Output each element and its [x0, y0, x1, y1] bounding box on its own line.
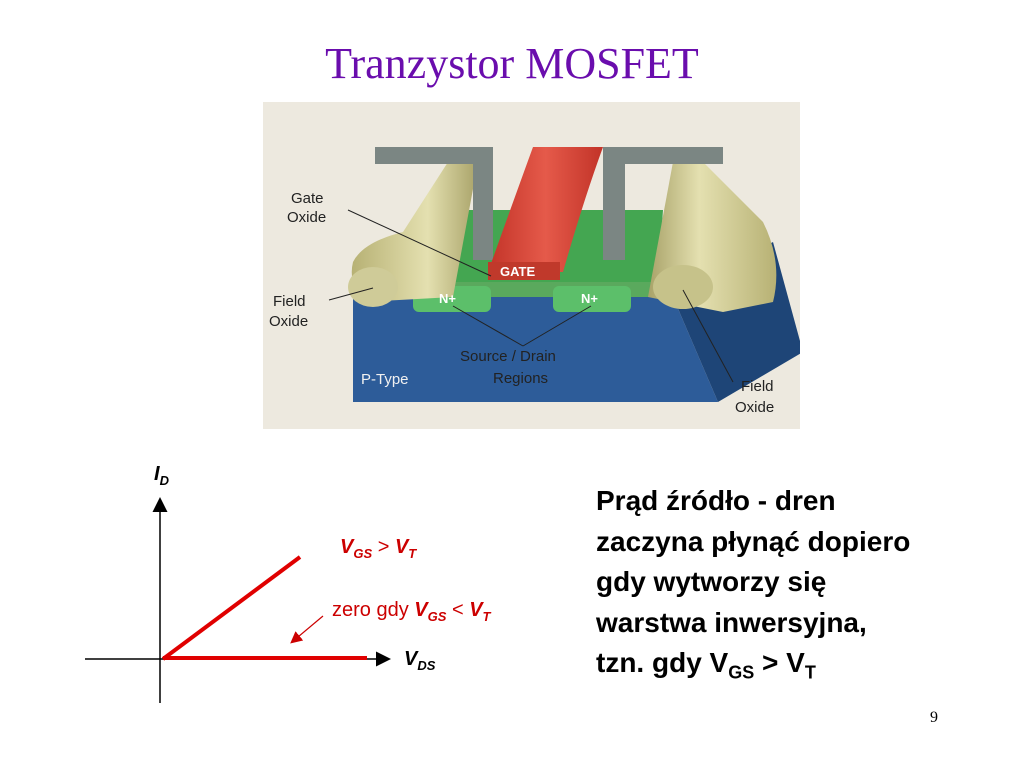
mosfet-diagram: Gate Oxide Field Oxide Field Oxide Sourc…	[263, 102, 800, 429]
label-field-oxide-right-1: Field	[741, 378, 774, 395]
label-gate-oxide-2: Oxide	[287, 209, 326, 226]
label-field-oxide-left-1: Field	[273, 293, 306, 310]
text-line-1: Prąd źródło - dren	[596, 485, 836, 516]
explanation-text: Prąd źródło - dren zaczyna płynąć dopier…	[596, 481, 1016, 693]
slide-title: Tranzystor MOSFET	[325, 39, 699, 88]
p-type-substrate	[353, 297, 718, 402]
text-line-4: warstwa inwersyjna,	[596, 606, 867, 638]
text-line-2: zaczyna płynąć dopiero	[596, 525, 911, 557]
page-number: 9	[930, 709, 938, 726]
label-field-oxide-left-2: Oxide	[269, 313, 308, 330]
n-plus-right	[553, 286, 631, 312]
curve-vgs-above-vt	[161, 555, 302, 661]
iv-graph: ID VDS VGS > VT zero gdy VGS < VT	[85, 463, 492, 703]
metal-contact-left	[375, 147, 493, 260]
label-source-drain-2: Regions	[493, 370, 548, 387]
label-source-drain-1: Source / Drain	[460, 348, 556, 365]
pointer-arrow	[290, 615, 324, 644]
text-line-5: tzn. gdy VGS > VT	[596, 647, 816, 683]
label-n-plus-right: N+	[581, 291, 598, 306]
gate-electrode	[488, 147, 603, 272]
label-n-plus-left: N+	[439, 291, 456, 306]
label-gate-oxide-1: Gate	[291, 190, 324, 207]
y-axis-label: ID	[154, 463, 170, 488]
label-gate: GATE	[500, 264, 535, 279]
label-vgs-below-vt: zero gdy VGS < VT	[332, 599, 492, 624]
label-vgs-above-vt: VGS > VT	[340, 536, 417, 561]
metal-contact-right	[603, 147, 723, 260]
label-field-oxide-right-2: Oxide	[735, 399, 774, 416]
x-axis-label: VDS	[404, 648, 436, 673]
text-line-3: gdy wytworzy się	[596, 566, 827, 597]
label-p-type: P-Type	[361, 371, 409, 388]
field-oxide-left	[351, 157, 478, 302]
